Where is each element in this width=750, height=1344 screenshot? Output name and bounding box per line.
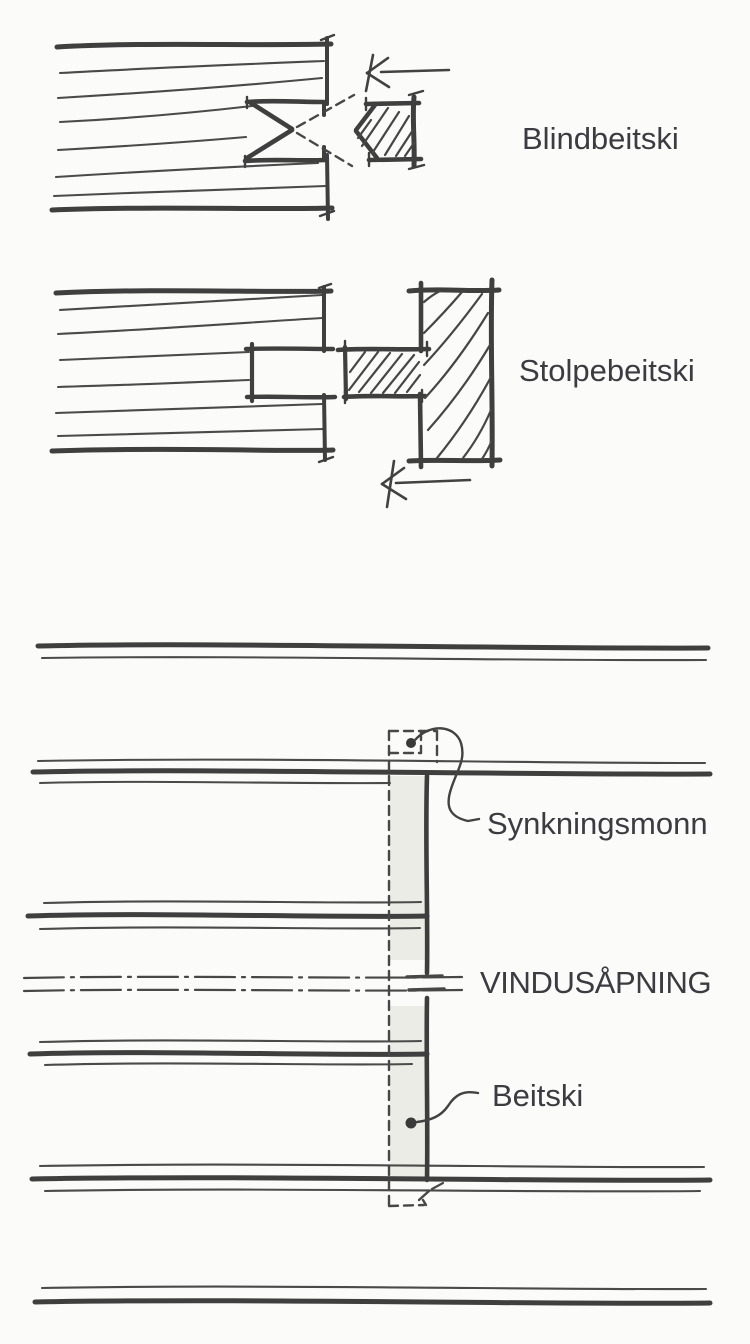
stolpebeitski-post-drawing (335, 277, 503, 470)
wall-logs (25, 642, 713, 1306)
view-direction-arrow (364, 53, 451, 93)
wall-section-drawing (22, 642, 713, 1306)
tenon-hatching (347, 350, 422, 395)
blindbeitski-batten-drawing (353, 89, 426, 171)
label-stolpebeitski: Stolpebeitski (519, 353, 695, 388)
stolpebeitski-log-drawing (49, 282, 338, 464)
leader-dot (405, 1117, 417, 1129)
label-window-opening: VINDUSÅPNING (480, 965, 712, 1000)
post-hatching (422, 289, 494, 461)
label-blindbeitski: Blindbeitski (522, 121, 679, 156)
window-centerline (22, 974, 464, 993)
settling-allowance-leader (406, 727, 481, 823)
label-batten: Beitski (492, 1078, 584, 1113)
batten-leader (405, 1091, 480, 1129)
view-direction-arrow (380, 459, 472, 509)
blindbeitski-log-drawing (49, 33, 356, 221)
leader-dot (406, 738, 416, 748)
label-settling-allowance: Synkningsmonn (487, 806, 708, 841)
batten-edge (423, 773, 430, 1183)
